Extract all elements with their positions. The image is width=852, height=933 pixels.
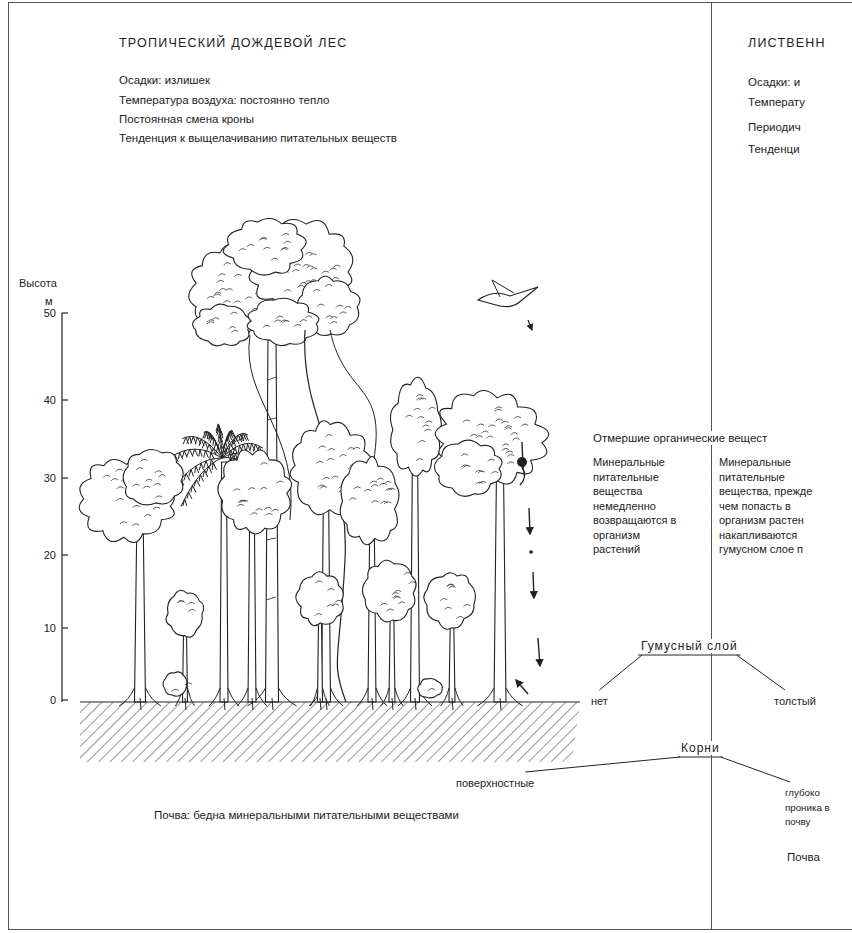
tree-trunk: [248, 520, 256, 702]
crown-texture: [349, 478, 395, 504]
condition-text: Осадки: излишек: [119, 73, 210, 87]
tree-crown: [247, 298, 319, 345]
tree-crown: [434, 440, 502, 496]
axis-tick: [62, 627, 68, 628]
leader-line: [737, 655, 785, 690]
tick-value: 0: [49, 693, 57, 707]
crown-texture: [381, 573, 416, 612]
tick-value: 10: [43, 621, 57, 635]
condition-text: Температу: [748, 95, 805, 109]
crown-texture: [461, 454, 498, 484]
section-label: Корни: [680, 741, 721, 755]
nutrient-arrow: [533, 572, 534, 598]
soil-text: Почва: [787, 850, 820, 864]
soil-text: Почва: бедна минеральными питательными в…: [154, 808, 459, 822]
tree-trunk: [389, 615, 395, 702]
tick-value: 20: [43, 548, 57, 562]
axis-tick: [62, 699, 68, 700]
monkey-tail: [520, 467, 525, 485]
panel-title: ТРОПИЧЕСКИЙ ДОЖДЕВОЙ ЛЕС: [119, 36, 348, 50]
panel-title: ЛИСТВЕНН: [748, 36, 826, 50]
value-label: толстый: [773, 694, 817, 708]
height-axis: [61, 313, 62, 702]
tree-crown: [424, 573, 476, 630]
value-label: нет: [590, 694, 609, 708]
tree-crown: [223, 219, 306, 276]
axis-tick: [62, 312, 68, 313]
nutrient-arrow: [516, 680, 528, 694]
axis-title: Высота: [18, 276, 58, 290]
ground-line: [80, 701, 580, 702]
leader-line: [599, 655, 642, 690]
tree-crown: [340, 456, 399, 544]
nutrient-arrow: [529, 508, 530, 534]
tick-value: 50: [43, 306, 57, 320]
crown-texture: [263, 316, 312, 328]
falling-leaf: [529, 550, 533, 554]
nutrient-arrow: [522, 442, 523, 468]
tick-value: 40: [43, 393, 57, 407]
crown-texture: [207, 312, 238, 332]
tree-crown: [123, 449, 183, 504]
bird-wing: [492, 280, 514, 297]
column-note: Минеральные питательные вещества немедле…: [592, 455, 678, 557]
crown-texture: [233, 463, 283, 516]
section-label: Гумусный слой: [640, 639, 739, 653]
tree-crown: [418, 678, 443, 697]
tree-crown: [166, 590, 204, 637]
soil-hatching: [80, 702, 580, 762]
label-underline: [638, 655, 741, 656]
leader-line: [721, 757, 790, 782]
tree-crown: [193, 304, 251, 346]
axis-tick: [62, 477, 68, 478]
axis-tick: [62, 399, 68, 400]
label-underline: [678, 757, 723, 758]
tree-crown: [296, 572, 344, 626]
crown-texture: [177, 601, 195, 612]
crown-texture: [440, 584, 470, 619]
tree-crown: [390, 377, 441, 476]
tick-value: 30: [43, 471, 57, 485]
nutrient-arrow: [538, 638, 540, 666]
section-label: Отмершие органические вещест: [592, 431, 768, 445]
value-label: глубоко проника в почву: [784, 786, 848, 830]
palm-frond: [182, 436, 222, 458]
column-note: Минеральные питательные вещества, прежде…: [718, 455, 814, 557]
crown-texture: [172, 683, 192, 692]
crown-texture: [315, 581, 342, 616]
leader-line: [525, 757, 680, 772]
tree-trunk: [368, 535, 376, 702]
liana: [305, 330, 346, 702]
crown-texture: [406, 395, 436, 461]
tree-trunk: [494, 478, 506, 702]
tree-crown: [363, 560, 417, 622]
tree-trunk: [318, 622, 323, 702]
condition-text: Осадки: и: [748, 75, 800, 89]
crown-texture: [428, 689, 435, 691]
nutrient-arrow: [528, 320, 532, 330]
palm-frond: [181, 458, 222, 507]
condition-text: Постоянная смена кроны: [119, 112, 254, 126]
tree-trunk: [449, 625, 455, 702]
value-label: поверхностные: [455, 776, 535, 790]
condition-text: Тенденци: [748, 142, 800, 156]
condition-text: Температура воздуха: постоянно тепло: [119, 93, 329, 107]
condition-text: Тенденция к выщелачиванию питательных ве…: [119, 131, 397, 145]
axis-tick: [62, 554, 68, 555]
tree-trunk: [135, 532, 146, 702]
condition-text: Периодич: [748, 120, 801, 134]
crown-texture: [133, 459, 166, 498]
tree-crown: [218, 450, 292, 534]
crown-texture: [239, 234, 291, 261]
tree-crown: [163, 672, 187, 696]
